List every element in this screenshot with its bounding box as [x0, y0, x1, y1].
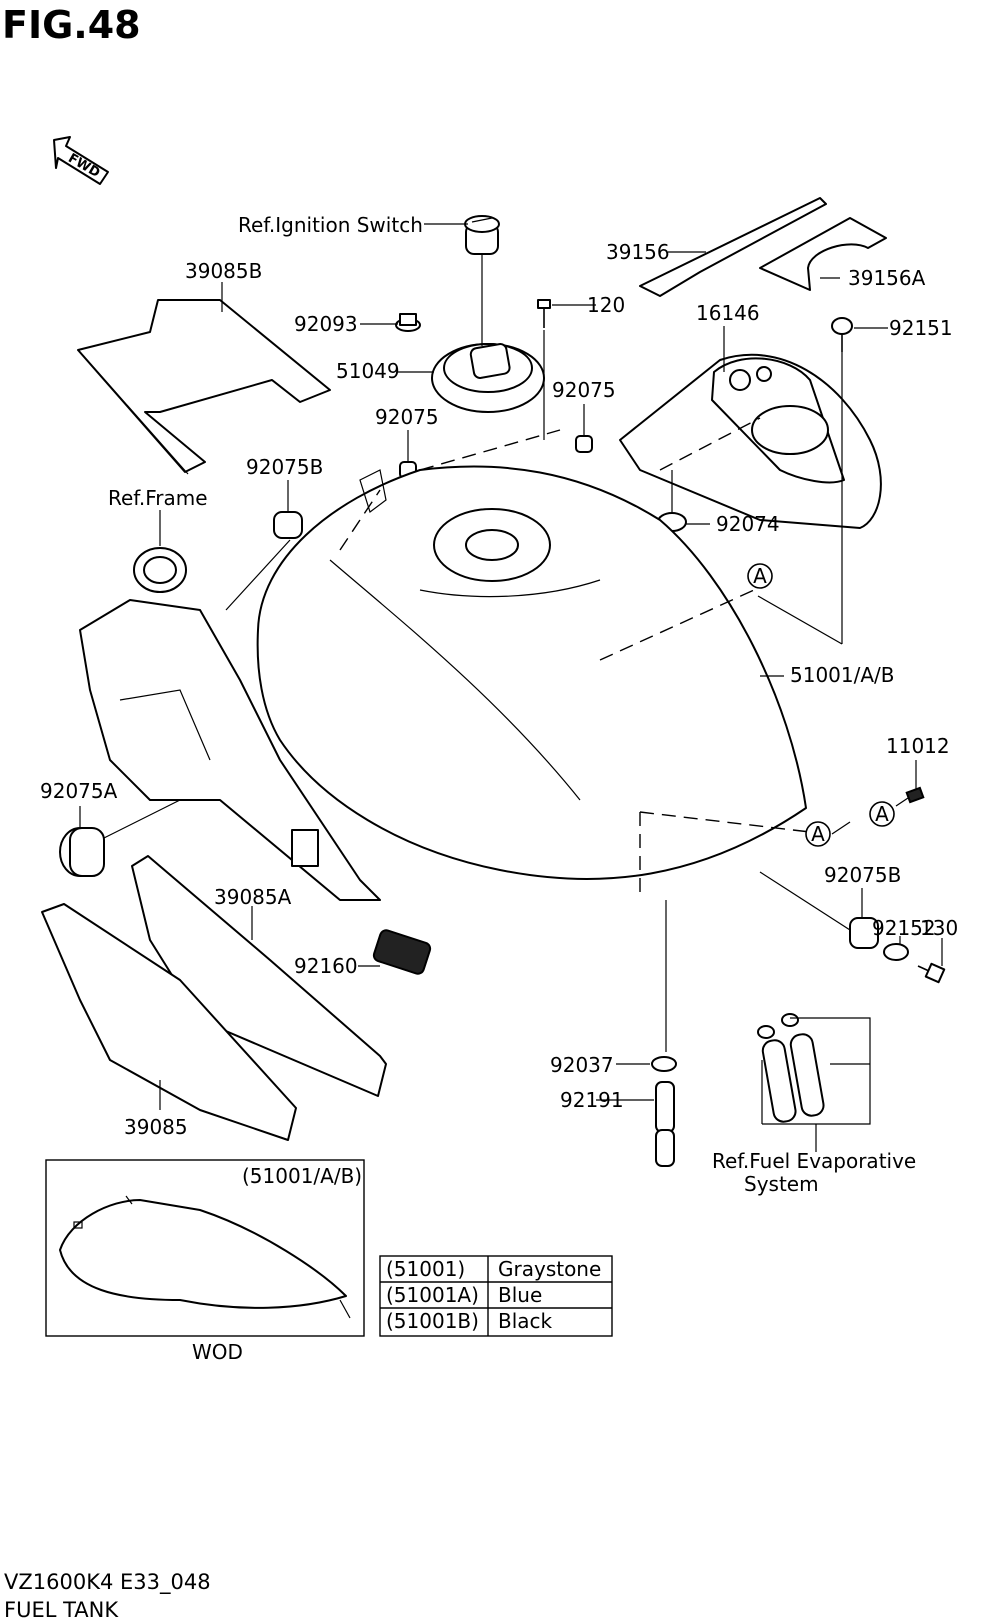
- part-51001-fuel-tank: [256, 465, 807, 880]
- table-row-2-color: Black: [498, 1309, 553, 1333]
- part-39085-side-pad: [41, 903, 297, 1141]
- color-table: (51001) Graystone (51001A) Blue (51001B)…: [379, 1255, 613, 1337]
- label-92037: 92037: [550, 1053, 614, 1077]
- label-39085a: 39085A: [214, 885, 292, 909]
- label-92093: 92093: [294, 312, 358, 336]
- table-row-0-color: Graystone: [498, 1257, 601, 1281]
- label-39085b: 39085B: [185, 259, 262, 283]
- ref-circle-a-mid-label: A: [875, 802, 889, 826]
- label-92152: 92152: [872, 916, 936, 940]
- label-92075b-top: 92075B: [246, 455, 323, 479]
- part-fuel-evaporative-hoses: [757, 1013, 825, 1123]
- label-39156: 39156: [606, 240, 670, 264]
- ref-circle-a-mid: A: [869, 801, 895, 827]
- part-92191-hose: [655, 1081, 675, 1167]
- leader-lines: [79, 223, 943, 1152]
- label-92191: 92191: [560, 1088, 624, 1112]
- figure-caption: FUEL TANK: [4, 1598, 119, 1622]
- part-51049-fuel-cap: [431, 343, 545, 413]
- label-ref-fuel-evap-line1: Ref.Fuel Evaporative: [712, 1149, 916, 1173]
- label-ref-fuel-evap-line2: System: [744, 1172, 819, 1196]
- inset-title: (51001/A/B): [242, 1164, 362, 1188]
- label-39156a: 39156A: [848, 266, 926, 290]
- table-row-2-code: (51001B): [386, 1309, 479, 1333]
- figure-number: FIG.48: [2, 3, 141, 47]
- label-ref-frame: Ref.Frame: [108, 486, 208, 510]
- part-39156-strip: [639, 197, 827, 297]
- inset-caption: WOD: [192, 1340, 243, 1364]
- label-120: 120: [587, 293, 625, 317]
- part-92075b-top-cushion: [273, 511, 303, 539]
- label-92075-center: 92075: [375, 405, 439, 429]
- label-ref-ignition-switch: Ref.Ignition Switch: [238, 213, 423, 237]
- part-16146-cover: [619, 353, 882, 529]
- label-39085: 39085: [124, 1115, 188, 1139]
- table-row-1-color: Blue: [498, 1283, 542, 1307]
- model-code: VZ1600K4 E33_048: [4, 1570, 211, 1595]
- label-92151: 92151: [889, 316, 953, 340]
- ref-circle-a-right-label: A: [811, 822, 825, 846]
- part-11012-plug: [905, 786, 925, 804]
- part-120-screw: [537, 299, 551, 328]
- label-92075b-bottom: 92075B: [824, 863, 901, 887]
- label-92075-right: 92075: [552, 378, 616, 402]
- label-130: 130: [920, 916, 958, 940]
- part-92075a-cushion: [59, 827, 105, 877]
- reference-dashed-lines: [339, 417, 811, 900]
- part-92093-grommet: [395, 313, 421, 332]
- part-92160-clip: [372, 929, 432, 975]
- part-39085b-seat-pad: [77, 299, 331, 475]
- ref-circle-a-top-label: A: [753, 564, 767, 588]
- inset-box: (51001/A/B): [45, 1159, 365, 1337]
- label-92074: 92074: [716, 512, 780, 536]
- label-51049: 51049: [336, 359, 400, 383]
- part-39156a-plate: [759, 217, 887, 291]
- ref-circle-a-top: A: [747, 563, 773, 589]
- part-92075b-bottom-cushion: [849, 917, 879, 949]
- ref-circle-a-right: A: [805, 821, 831, 847]
- table-row-0-code: (51001): [386, 1257, 465, 1281]
- label-92075a: 92075A: [40, 779, 118, 803]
- label-51001ab: 51001/A/B: [790, 663, 895, 687]
- label-11012: 11012: [886, 734, 950, 758]
- part-92075-grommet-right: [575, 435, 593, 453]
- part-frame: [79, 547, 381, 901]
- part-92151-bolt: [831, 317, 853, 352]
- part-ignition-switch: [464, 215, 500, 255]
- part-92152-washer: [883, 943, 909, 961]
- part-92037-clamp: [651, 1056, 677, 1072]
- part-39085a-side-pad: [131, 855, 387, 1097]
- forward-arrow-label: FWD: [65, 151, 102, 181]
- part-130-bolt: [917, 962, 946, 984]
- table-row-1-code: (51001A): [386, 1283, 479, 1307]
- forward-arrow-icon: FWD: [53, 136, 109, 185]
- label-92160: 92160: [294, 954, 358, 978]
- label-16146: 16146: [696, 301, 760, 325]
